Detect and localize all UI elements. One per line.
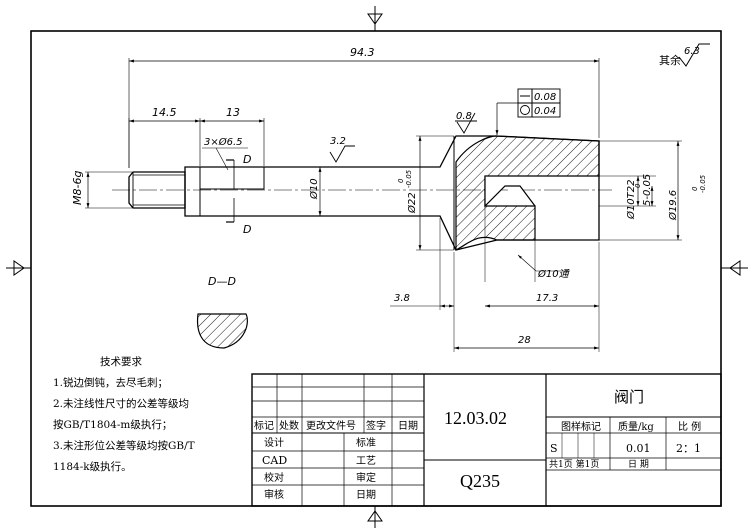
collar-dia-label: Ø22 bbox=[406, 192, 418, 214]
tb-scale-label: 比 例 bbox=[678, 420, 701, 433]
notes-line5: 1184-k级执行。 bbox=[53, 460, 132, 473]
depth-dim-label: 5-0.05 bbox=[642, 174, 653, 206]
tb-mass-label: 质量/kg bbox=[618, 421, 654, 433]
tb-material: Q235 bbox=[460, 471, 500, 491]
tb-process: 工艺 bbox=[356, 455, 376, 467]
tb-check: 校对 bbox=[264, 471, 284, 484]
technical-notes: 技术要求 1.锐边倒钝，去尽毛刺； 2.未注线性尺寸的公差等级均 按GB/T18… bbox=[53, 355, 195, 473]
inner-dia-label: Ø10T22 bbox=[625, 180, 637, 220]
depth-tol-top: 0 bbox=[634, 183, 642, 188]
tb-mass-value: 0.01 bbox=[626, 442, 651, 455]
dim-shaft: Ø10 3.2 bbox=[308, 136, 355, 216]
dim-right: Ø19.6 0 -0.05 Ø10T22 5-0.05 0 bbox=[599, 140, 707, 241]
collar-roughness: 0.8 bbox=[455, 111, 477, 134]
tb-audit: 审核 bbox=[264, 488, 284, 501]
dim-collar: Ø22 0 -0.05 bbox=[397, 135, 454, 251]
tb-review: 审定 bbox=[356, 471, 376, 484]
len-38-label: 3.8 bbox=[394, 293, 410, 304]
tb-stage-label: 图样标记 bbox=[561, 420, 601, 433]
section-mark-top: D bbox=[243, 153, 251, 166]
tb-col-file: 更改文件号 bbox=[306, 419, 356, 432]
holes-callout: 3×Ø6.5 D D bbox=[202, 136, 251, 236]
tolerance-frame: 0.08 0.04 bbox=[495, 88, 561, 135]
collar-tol-bottom: -0.05 bbox=[405, 169, 413, 188]
notes-title: 技术要求 bbox=[100, 355, 142, 368]
tb-drawing-number: 12.03.02 bbox=[444, 408, 507, 428]
dim-overall-label: 94.3 bbox=[350, 46, 375, 59]
tb-cad: CAD bbox=[262, 454, 287, 467]
dim-slot-len: 13 bbox=[226, 106, 240, 119]
len-173-label: 17.3 bbox=[536, 293, 558, 304]
tolerance-row2: 0.04 bbox=[534, 106, 556, 117]
tb-col-sign: 签字 bbox=[366, 419, 386, 432]
dim-lower: 3.8 17.3 28 bbox=[390, 218, 600, 352]
notes-line1: 1.锐边倒钝，去尽毛刺； bbox=[53, 376, 168, 389]
section-view: D—D bbox=[196, 275, 248, 349]
len-28-label: 28 bbox=[518, 335, 531, 346]
centering-marks bbox=[6, 6, 748, 528]
tb-col-date: 日期 bbox=[398, 420, 418, 432]
tolerance-row1: 0.08 bbox=[534, 92, 556, 103]
tb-part-name: 阀门 bbox=[614, 388, 644, 406]
notes-line2: 2.未注线性尺寸的公差等级均 bbox=[53, 397, 189, 410]
collar-tol-top: 0 bbox=[397, 178, 405, 183]
dim-bore: Ø10通 bbox=[484, 206, 571, 282]
tb-standard: 标准 bbox=[356, 437, 376, 449]
section-view-label: D—D bbox=[208, 275, 236, 288]
tb-design: 设计 bbox=[264, 436, 284, 449]
thread-label: M8-6g bbox=[71, 171, 84, 205]
drawing-border bbox=[30, 30, 722, 507]
dim-left: 14.5 13 bbox=[128, 106, 265, 168]
bore-label: Ø10通 bbox=[537, 268, 571, 280]
tb-date: 日期 bbox=[356, 489, 376, 501]
outer-tol-bottom: -0.05 bbox=[699, 174, 707, 193]
tb-stage-value: S bbox=[550, 442, 558, 455]
section-mark-bottom: D bbox=[243, 223, 251, 236]
notes-line3: 按GB/T1804-m级执行； bbox=[53, 418, 172, 431]
outer-dia-label: Ø19.6 bbox=[667, 190, 679, 221]
roughness-collar: 0.8 bbox=[456, 111, 472, 122]
title-block bbox=[251, 373, 722, 507]
notes-line4: 3.未注形位公差等级均按GB/T bbox=[53, 439, 195, 452]
dim-left-step: 14.5 bbox=[152, 106, 177, 119]
holes-label: 3×Ø6.5 bbox=[204, 136, 243, 148]
roughness-others-label: 其余 bbox=[659, 53, 681, 67]
tb-scale-value: 2：1 bbox=[676, 442, 701, 455]
tb-sheet-date: 日 期 bbox=[628, 459, 649, 470]
tb-col-count: 处数 bbox=[279, 419, 299, 432]
dim-thread: M8-6g bbox=[71, 171, 132, 209]
roughness-others-value: 6.3 bbox=[684, 46, 700, 57]
roughness-others: 其余 6.3 bbox=[659, 43, 710, 67]
tb-col-mark: 标记 bbox=[254, 420, 274, 432]
tb-sheets: 共1页 第1页 bbox=[549, 458, 599, 470]
shaft-dia-label: Ø10 bbox=[308, 178, 320, 200]
title-block-text: 标记 处数 更改文件号 签字 日期 设计 标准 CAD 工艺 校对 审定 审核 … bbox=[254, 388, 701, 501]
outer-tol-top: 0 bbox=[691, 186, 699, 191]
roughness-shaft: 3.2 bbox=[330, 136, 346, 147]
head-section bbox=[455, 135, 600, 251]
